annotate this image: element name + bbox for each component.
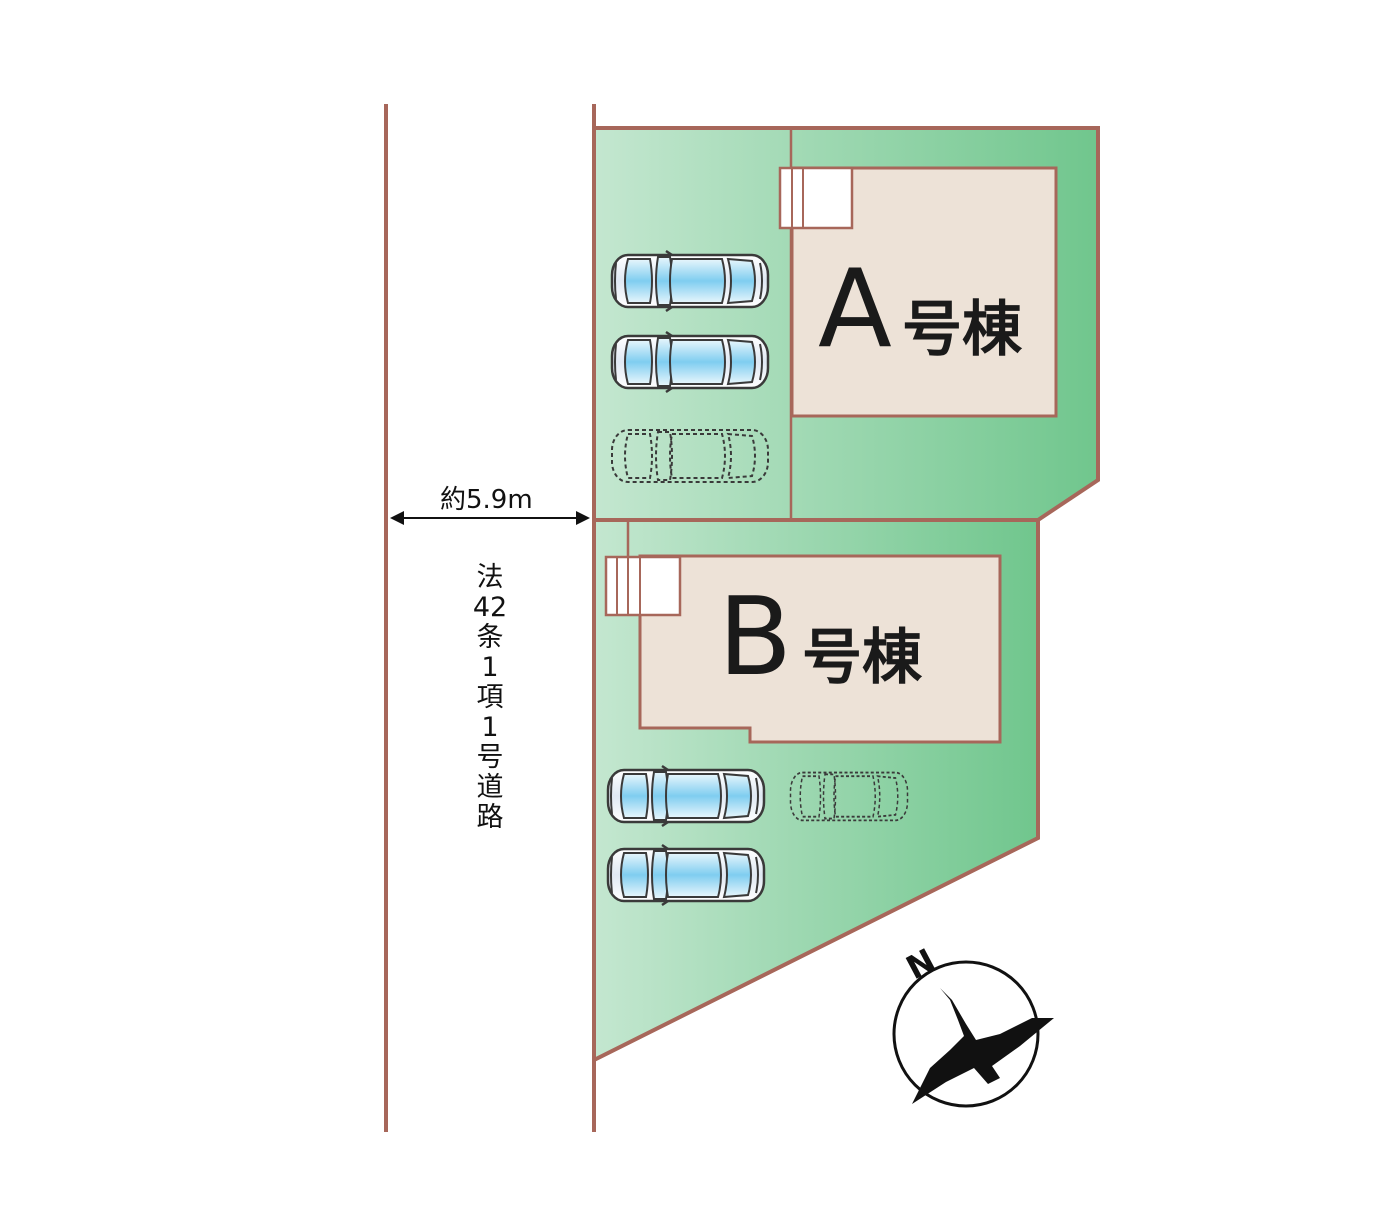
car-icon: [606, 843, 766, 907]
road-width-dimension: 約5.9m: [390, 485, 590, 525]
compass: N: [892, 941, 1054, 1108]
car-icon: [606, 764, 766, 828]
car-icon: [610, 249, 770, 313]
road-name-char: 1: [481, 652, 498, 683]
road-name-char: 42: [473, 592, 507, 623]
road-name-char: 1: [481, 712, 498, 743]
road-name-char: 路: [477, 802, 504, 833]
crane-icon: [912, 988, 1054, 1104]
lot-a-suffix: 号棟: [902, 295, 1023, 365]
building-a: A 号棟: [778, 166, 1058, 418]
lot-b-suffix: 号棟: [802, 623, 923, 693]
road-name-char: 条: [477, 622, 504, 653]
car-icon: [610, 330, 770, 394]
building-b: B 号棟: [604, 554, 1002, 744]
road-name-char: 道: [477, 772, 504, 803]
road-name: 法 42 条 1 項 1 号 道 路: [473, 562, 507, 833]
road-name-char: 項: [477, 682, 504, 713]
lot-a-letter: A: [818, 247, 892, 372]
lot-b-letter: B: [718, 575, 792, 700]
road-name-char: 法: [477, 562, 504, 593]
road-name-char: 号: [477, 742, 504, 773]
road-width-label: 約5.9m: [440, 485, 533, 515]
